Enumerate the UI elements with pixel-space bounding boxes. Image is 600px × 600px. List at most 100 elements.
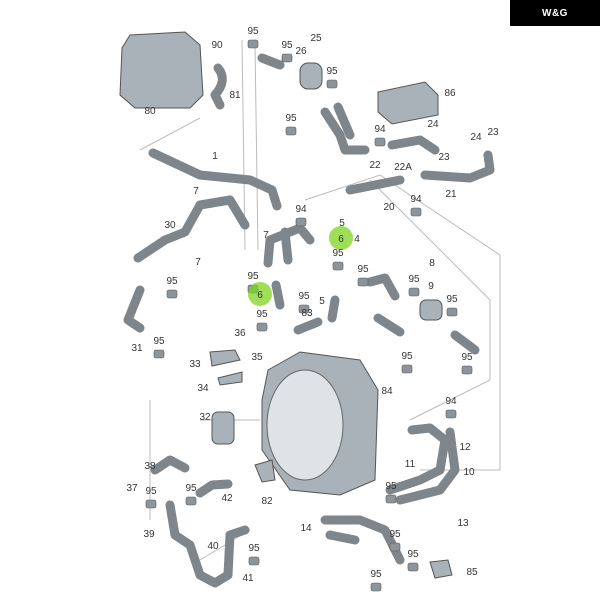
callout-82[interactable]: 82: [261, 496, 273, 507]
callout-8[interactable]: 8: [429, 258, 435, 269]
callout-95[interactable]: 95: [281, 40, 293, 51]
callout-31[interactable]: 31: [131, 343, 143, 354]
callout-95[interactable]: 95: [357, 264, 369, 275]
connector-82: [254, 459, 276, 483]
hose-clamp: [332, 261, 344, 271]
callout-95[interactable]: 95: [401, 351, 413, 362]
callout-95[interactable]: 95: [326, 66, 338, 77]
callout-35[interactable]: 35: [251, 352, 263, 363]
callout-86[interactable]: 86: [444, 88, 456, 99]
hose-clamp: [166, 289, 178, 299]
hose-clamp: [445, 409, 457, 419]
callout-6[interactable]: 6: [338, 234, 344, 245]
callout-95[interactable]: 95: [285, 113, 297, 124]
callout-23[interactable]: 23: [487, 127, 499, 138]
callout-95[interactable]: 95: [185, 483, 197, 494]
callout-12[interactable]: 12: [459, 442, 471, 453]
callout-39[interactable]: 39: [143, 529, 155, 540]
callout-95[interactable]: 95: [446, 294, 458, 305]
callout-32[interactable]: 32: [199, 412, 211, 423]
hose-14: [320, 515, 405, 565]
callout-94[interactable]: 94: [295, 204, 307, 215]
callout-95[interactable]: 95: [166, 276, 178, 287]
callout-95[interactable]: 95: [385, 481, 397, 492]
hose-8b: [373, 313, 405, 337]
callout-38[interactable]: 38: [144, 461, 156, 472]
callout-9[interactable]: 9: [428, 281, 434, 292]
hose-clamp: [298, 304, 310, 314]
callout-13[interactable]: 13: [457, 518, 469, 529]
callout-95[interactable]: 95: [153, 336, 165, 347]
callout-5[interactable]: 5: [339, 218, 345, 229]
callout-7[interactable]: 7: [195, 257, 201, 268]
callout-10[interactable]: 10: [463, 467, 475, 478]
callout-7[interactable]: 7: [263, 230, 269, 241]
valve-26: [299, 62, 323, 90]
callout-36[interactable]: 36: [234, 328, 246, 339]
callout-20[interactable]: 20: [383, 202, 395, 213]
callout-40[interactable]: 40: [207, 541, 219, 552]
callout-90[interactable]: 90: [211, 40, 223, 51]
hose-clamp: [256, 322, 268, 332]
callout-95[interactable]: 95: [256, 309, 268, 320]
callout-22[interactable]: 22: [369, 160, 381, 171]
callout-95[interactable]: 95: [145, 486, 157, 497]
hose-clamp: [446, 307, 458, 317]
expansion-tank: [119, 31, 204, 109]
callout-41[interactable]: 41: [242, 573, 254, 584]
callout-95[interactable]: 95: [407, 549, 419, 560]
callout-95[interactable]: 95: [389, 529, 401, 540]
brand-logo: W&G: [510, 0, 600, 26]
callout-37[interactable]: 37: [126, 483, 138, 494]
callout-95[interactable]: 95: [298, 291, 310, 302]
callout-84[interactable]: 84: [381, 386, 393, 397]
callout-95[interactable]: 95: [248, 543, 260, 554]
callout-23[interactable]: 23: [438, 152, 450, 163]
oil-cooler-86: [377, 81, 439, 125]
callout-22A[interactable]: 22A: [394, 162, 412, 173]
callout-7[interactable]: 7: [193, 186, 199, 197]
callout-85[interactable]: 85: [466, 567, 478, 578]
hose-clamp: [247, 39, 259, 49]
hose-clamp: [357, 277, 369, 287]
callout-33[interactable]: 33: [189, 359, 201, 370]
hose-22: [387, 135, 440, 155]
hose-4-y: [263, 223, 315, 268]
callout-95[interactable]: 95: [408, 274, 420, 285]
hose-clamp: [281, 53, 293, 63]
callout-5[interactable]: 5: [319, 296, 325, 307]
callout-80[interactable]: 80: [144, 106, 156, 117]
hose-20: [345, 175, 405, 195]
callout-14[interactable]: 14: [300, 523, 312, 534]
hose-clamp: [407, 562, 419, 572]
hose-clamps: [145, 39, 473, 592]
callout-4[interactable]: 4: [354, 234, 360, 245]
callout-42[interactable]: 42: [221, 493, 233, 504]
callout-94[interactable]: 94: [410, 194, 422, 205]
callout-6[interactable]: 6: [257, 290, 263, 301]
hose-37: [165, 500, 250, 588]
callout-95[interactable]: 95: [332, 248, 344, 259]
callout-1[interactable]: 1: [212, 151, 218, 162]
callout-81[interactable]: 81: [229, 90, 241, 101]
callout-30[interactable]: 30: [164, 220, 176, 231]
callout-21[interactable]: 21: [445, 189, 457, 200]
callout-34[interactable]: 34: [197, 383, 209, 394]
callout-26[interactable]: 26: [295, 46, 307, 57]
callout-95[interactable]: 95: [247, 271, 259, 282]
callout-83[interactable]: 83: [301, 308, 313, 319]
callout-94[interactable]: 94: [445, 396, 457, 407]
callout-94[interactable]: 94: [374, 124, 386, 135]
callout-25[interactable]: 25: [310, 33, 322, 44]
callout-24[interactable]: 24: [470, 132, 482, 143]
hose-clamp: [153, 349, 165, 359]
callout-95[interactable]: 95: [370, 569, 382, 580]
callout-95[interactable]: 95: [247, 26, 259, 37]
hose-42: [195, 479, 233, 498]
callout-95[interactable]: 95: [461, 352, 473, 363]
callout-24[interactable]: 24: [427, 119, 439, 130]
callout-11[interactable]: 11: [405, 459, 416, 470]
